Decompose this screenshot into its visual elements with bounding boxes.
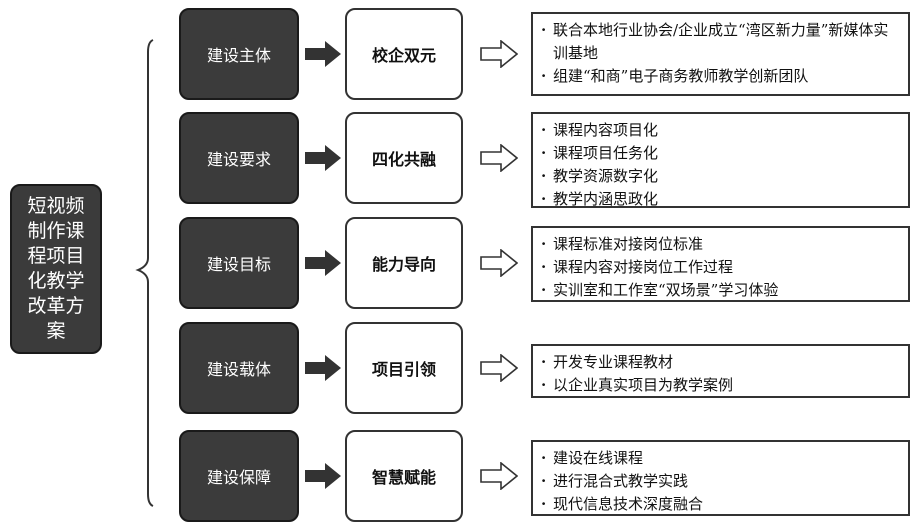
root-line: 案 bbox=[46, 320, 66, 342]
root-line: 改革方 bbox=[27, 295, 85, 317]
category-label: 建设主体 bbox=[206, 46, 271, 65]
solid-arrow-icon bbox=[305, 250, 341, 276]
hollow-arrow-icon bbox=[480, 462, 518, 490]
hollow-arrow-icon bbox=[480, 40, 518, 68]
detail-item: 实训室和工作室“双场景”学习体验 bbox=[541, 279, 900, 302]
detail-item: 联合本地行业协会/企业成立“湾区新力量”新媒体实训基地 bbox=[541, 19, 900, 65]
detail-item: 开发专业课程教材 bbox=[541, 351, 900, 374]
category-box-1: 建设主体 bbox=[179, 8, 299, 100]
category-box-4: 建设载体 bbox=[179, 322, 299, 414]
detail-box-3: 课程标准对接岗位标准 课程内容对接岗位工作过程 实训室和工作室“双场景”学习体验 bbox=[531, 226, 910, 302]
root-line: 化教学 bbox=[27, 270, 85, 292]
solid-arrow-icon bbox=[305, 355, 341, 381]
detail-box-2: 课程内容项目化 课程项目任务化 教学资源数字化 教学内涵思政化 bbox=[531, 112, 910, 211]
category-label: 建设保障 bbox=[206, 468, 271, 487]
concept-box-5: 智慧赋能 bbox=[345, 430, 463, 522]
root-node: 短视频 制作课 程项目 化教学 改革方 案 bbox=[10, 184, 102, 354]
solid-arrow-icon bbox=[305, 145, 341, 171]
concept-box-4: 项目引领 bbox=[345, 322, 463, 414]
solid-arrow-icon bbox=[305, 41, 341, 67]
hollow-arrow-icon bbox=[480, 354, 518, 382]
solid-arrow-icon bbox=[305, 463, 341, 489]
concept-label: 能力导向 bbox=[371, 255, 436, 274]
category-label: 建设要求 bbox=[206, 150, 271, 169]
root-line: 制作课 bbox=[27, 220, 85, 242]
detail-item: 课程标准对接岗位标准 bbox=[541, 233, 900, 256]
concept-label: 四化共融 bbox=[371, 150, 436, 169]
detail-item: 课程内容对接岗位工作过程 bbox=[541, 256, 900, 279]
detail-box-4: 开发专业课程教材 以企业真实项目为教学案例 bbox=[531, 344, 910, 398]
detail-item: 进行混合式教学实践 bbox=[541, 470, 900, 493]
category-box-5: 建设保障 bbox=[179, 430, 299, 522]
concept-box-2: 四化共融 bbox=[345, 112, 463, 204]
concept-label: 项目引领 bbox=[371, 360, 436, 379]
concept-label: 校企双元 bbox=[371, 46, 436, 65]
detail-item: 教学资源数字化 bbox=[541, 165, 900, 188]
category-label: 建设载体 bbox=[206, 360, 271, 379]
root-line: 程项目 bbox=[27, 245, 85, 267]
detail-item: 建设在线课程 bbox=[541, 447, 900, 470]
detail-box-1: 联合本地行业协会/企业成立“湾区新力量”新媒体实训基地 组建“和商”电子商务教师… bbox=[531, 12, 910, 96]
concept-box-3: 能力导向 bbox=[345, 217, 463, 309]
hollow-arrow-icon bbox=[480, 144, 518, 172]
detail-item: 课程内容项目化 bbox=[541, 119, 900, 142]
root-line: 短视频 bbox=[27, 195, 85, 217]
detail-item: 课程项目任务化 bbox=[541, 142, 900, 165]
detail-item: 以企业真实项目为教学案例 bbox=[541, 374, 900, 397]
detail-item: 现代信息技术深度融合 bbox=[541, 493, 900, 516]
detail-box-5: 建设在线课程 进行混合式教学实践 现代信息技术深度融合 bbox=[531, 440, 910, 516]
category-box-2: 建设要求 bbox=[179, 112, 299, 204]
category-box-3: 建设目标 bbox=[179, 217, 299, 309]
concept-label: 智慧赋能 bbox=[371, 468, 436, 487]
concept-box-1: 校企双元 bbox=[345, 8, 463, 100]
detail-item: 组建“和商”电子商务教师教学创新团队 bbox=[541, 65, 900, 88]
hollow-arrow-icon bbox=[480, 249, 518, 277]
left-brace-icon bbox=[135, 39, 154, 507]
category-label: 建设目标 bbox=[206, 255, 271, 274]
detail-item: 教学内涵思政化 bbox=[541, 188, 900, 211]
